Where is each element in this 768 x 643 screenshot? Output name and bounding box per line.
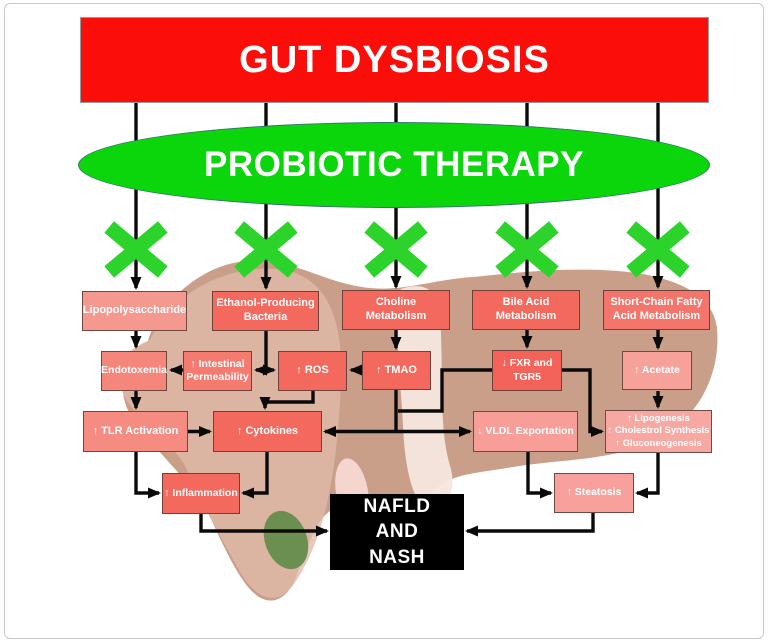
node-ethanol-producing-bacteria: Ethanol-Producing Bacteria <box>212 291 319 331</box>
node-acetate: ↑ Acetate <box>622 351 692 390</box>
probiotic-block-x-icon <box>495 220 559 278</box>
node-tlr-activation: ↑ TLR Activation <box>83 411 188 452</box>
node-fxr-and-tgr5: ↓ FXR and TGR5 <box>492 350 562 391</box>
liver-pale-band <box>397 286 453 510</box>
gut-dysbiosis-banner: GUT DYSBIOSIS <box>80 17 709 103</box>
node-endotoxemia: Endotoxemia <box>101 351 167 391</box>
node-vldl-exportation: ↓ VLDL Exportation <box>473 411 578 452</box>
node-steatosis: ↑ Steatosis <box>554 473 634 513</box>
probiotic-block-x-icon <box>234 220 298 278</box>
node-intestinal-permeability: ↑ Intestinal Permeability <box>183 351 252 391</box>
node-choline-metabolism: Choline Metabolism <box>342 290 450 330</box>
node-tmao: ↑ TMAO <box>362 351 431 390</box>
probiotic-block-x-icon <box>104 220 168 278</box>
gallbladder <box>263 510 309 570</box>
node-inflammation: ↑ Inflammation <box>162 473 240 514</box>
node-short-chain-fatty-acid-metabolism: Short-Chain Fatty Acid Metabolism <box>603 290 710 330</box>
node-cytokines: ↑ Cytokines <box>213 411 322 452</box>
node-ros: ↑ ROS <box>278 351 347 391</box>
node-lipopolysaccharide: Lipopolysaccharide <box>82 291 187 331</box>
probiotic-block-x-icon <box>364 220 428 278</box>
outcome-box-nafld-nash: NAFLD AND NASH <box>330 494 464 570</box>
probiotic-block-x-icon <box>626 220 690 278</box>
probiotic-therapy-ellipse: PROBIOTIC THERAPY <box>78 122 710 208</box>
node-lipogenesis-cholestrol-gluconeogenesis: ↑ Lipogenesis ↑ Cholestrol Synthesis ↑ G… <box>605 410 712 453</box>
node-bile-acid-metabolism: Bile Acid Metabolism <box>472 290 580 330</box>
